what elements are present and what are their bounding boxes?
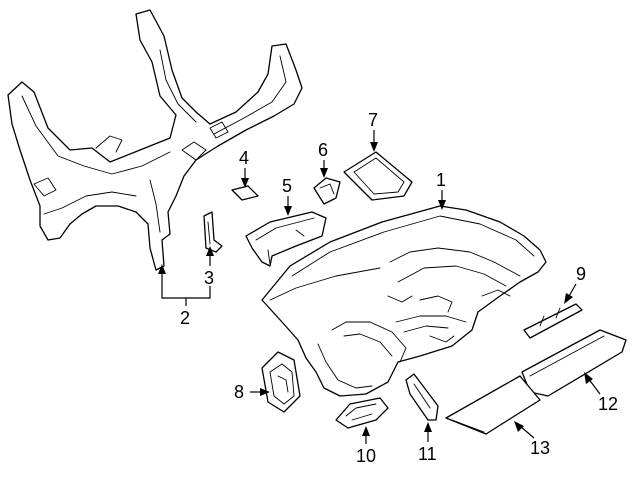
callout-5: 5	[282, 176, 292, 196]
small-cover-part	[313, 177, 341, 205]
callout-leader-1	[438, 190, 446, 210]
callout-leader-9	[564, 283, 577, 304]
callout-leader-12	[584, 372, 601, 395]
knee-panel-part	[521, 329, 627, 397]
callout-2: 2	[180, 308, 190, 328]
callout-7: 7	[368, 110, 378, 130]
speaker-cover-part	[261, 351, 301, 413]
bracket-part	[203, 211, 223, 253]
pad-part	[231, 185, 259, 201]
callout-10: 10	[356, 446, 376, 466]
callout-8: 8	[234, 382, 244, 402]
callout-11: 11	[418, 444, 437, 464]
instrument-panel-part	[261, 205, 547, 397]
callout-12: 12	[598, 394, 618, 414]
callout-leader-6	[320, 160, 328, 178]
cross-car-beam-part	[7, 9, 303, 271]
callout-13: 13	[530, 438, 550, 458]
callout-leader-7	[370, 130, 378, 152]
lower-bezel-part	[335, 397, 389, 429]
callout-6: 6	[318, 140, 328, 160]
callout-4: 4	[239, 148, 249, 168]
side-trim-part	[405, 373, 439, 421]
callout-leader-5	[284, 196, 292, 216]
lower-panel-part	[445, 375, 541, 435]
callout-leader-4	[241, 168, 249, 188]
callout-leader-3	[206, 246, 214, 266]
callout-leader-13	[514, 421, 535, 439]
callout-leader-8	[250, 388, 270, 396]
trim-strip-part	[523, 303, 583, 339]
callout-leader-2	[158, 264, 211, 306]
upper-cover-part	[245, 211, 327, 267]
callout-9: 9	[576, 264, 586, 284]
callout-3: 3	[204, 268, 214, 288]
callout-leader-10	[362, 426, 370, 444]
callout-1: 1	[436, 170, 446, 190]
tray-part	[343, 151, 413, 201]
callout-leader-11	[424, 422, 432, 442]
